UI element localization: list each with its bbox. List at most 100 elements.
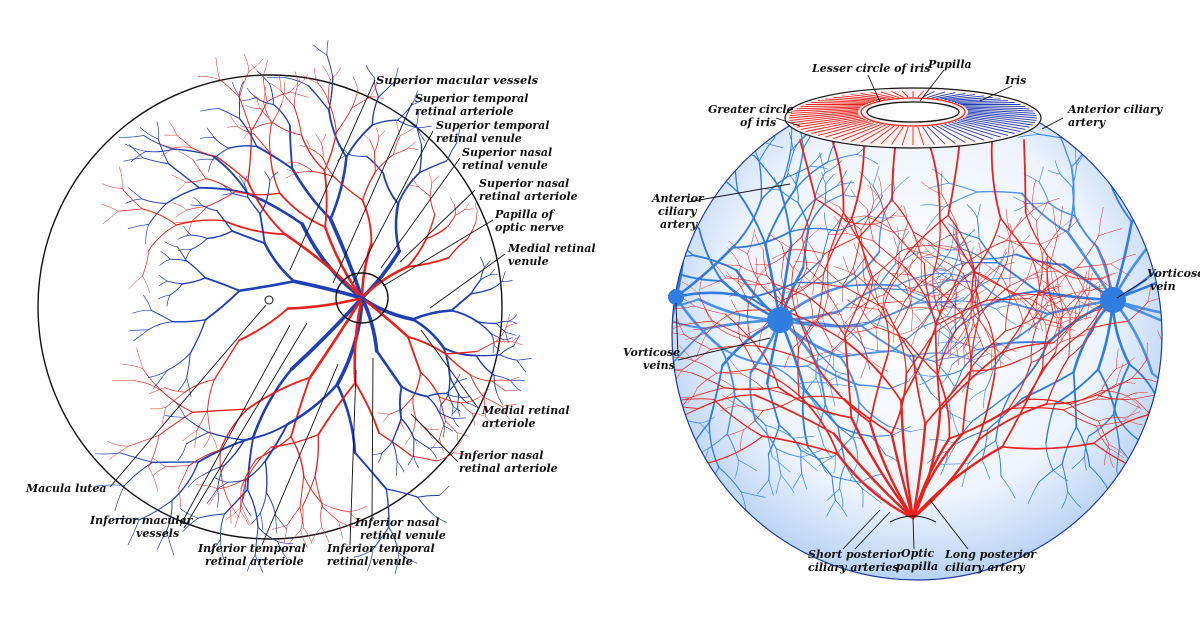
vorticose-vein-branch — [597, 434, 602, 449]
posterior-ciliary-artery — [643, 471, 668, 492]
posterior-ciliary-artery — [807, 241, 820, 264]
retinal-venule — [186, 377, 192, 398]
retinal-arteriole — [483, 396, 486, 418]
vorticose-vein-branch — [674, 479, 684, 495]
vorticose-vein-branch — [990, 341, 1050, 346]
iris-vessel-ray — [790, 108, 859, 114]
retinal-venule — [247, 554, 256, 572]
iris-vessel-ray — [940, 94, 976, 100]
posterior-ciliary-artery — [1059, 334, 1085, 343]
posterior-ciliary-artery — [874, 326, 905, 340]
leader-inferior-nasal-arteriole — [410, 413, 459, 463]
posterior-ciliary-artery — [720, 405, 740, 412]
vorticose-vein-branch — [698, 227, 723, 282]
posterior-ciliary-artery — [845, 287, 887, 310]
retinal-arteriole — [192, 159, 207, 179]
vorticose-vein-branch — [1158, 443, 1162, 450]
iris-vessel-ray — [948, 96, 993, 101]
anterior-ciliary-artery — [891, 199, 914, 233]
retinal-venule — [166, 530, 175, 556]
retinal-arteriole — [142, 275, 151, 294]
vorticose-vein-branch — [545, 365, 547, 378]
anterior-ciliary-artery — [1017, 320, 1024, 340]
iris-vessel-ray — [931, 92, 956, 99]
vorticose-vein-branch — [708, 364, 724, 424]
retinal-venule — [127, 519, 140, 545]
posterior-ciliary-artery — [884, 308, 914, 357]
retinal-venule — [238, 280, 296, 292]
retinal-venule — [308, 85, 330, 111]
posterior-ciliary-artery — [976, 291, 990, 323]
leader-inferior-macular-2 — [183, 322, 308, 529]
retinal-venule — [416, 110, 419, 127]
posterior-ciliary-artery — [738, 266, 741, 284]
posterior-ciliary-artery — [843, 256, 849, 273]
retinal-venule — [292, 279, 364, 300]
retinal-venule — [118, 135, 145, 138]
retinal-arteriole — [280, 90, 295, 107]
retinal-arteriole — [165, 391, 186, 408]
retinal-arteriole — [191, 408, 249, 413]
vorticose-vein-branch — [839, 463, 846, 490]
vorticose-vein-branch — [981, 429, 988, 460]
retinal-venule — [313, 44, 328, 56]
retinal-venule — [490, 280, 503, 290]
vorticose-vein-branch — [689, 116, 715, 124]
vorticose-vein-branch — [802, 226, 810, 269]
leader-medial-retinal-arteriole — [420, 329, 479, 409]
posterior-ciliary-artery — [1045, 356, 1070, 405]
leader-vorticose-vein — [1116, 278, 1148, 299]
posterior-ciliary-artery — [1036, 220, 1043, 255]
retinal-arteriole — [240, 510, 250, 526]
posterior-ciliary-artery — [1146, 342, 1148, 360]
vorticose-vein-branch — [601, 138, 623, 158]
iris-vessel-ray — [967, 110, 1037, 117]
posterior-ciliary-artery — [1020, 245, 1048, 271]
posterior-ciliary-artery — [1196, 454, 1200, 470]
vorticose-vein-branch — [897, 227, 900, 244]
vorticose-vein-branch — [800, 449, 803, 474]
iris-vessel-ray — [966, 115, 1033, 126]
anterior-ciliary-artery — [801, 198, 817, 238]
retinal-venule — [132, 310, 152, 314]
retinal-arteriole — [401, 396, 414, 411]
retinal-arteriole — [303, 75, 319, 84]
retinal-arteriole — [152, 458, 166, 468]
anterior-ciliary-artery — [860, 357, 869, 379]
retinal-venule — [413, 437, 430, 449]
vorticose-vein-branch — [604, 281, 632, 284]
retinal-venule — [246, 436, 255, 491]
vorticose-vein-branch — [806, 354, 832, 367]
retinal-arteriole — [102, 210, 119, 225]
posterior-ciliary-artery — [893, 236, 900, 252]
posterior-ciliary-artery — [787, 311, 846, 342]
vorticose-vein-branch — [932, 250, 951, 275]
retinal-arteriole — [219, 408, 249, 451]
vorticose-vein-branch — [1185, 100, 1200, 116]
anterior-ciliary-artery — [911, 311, 913, 332]
retinal-venule — [496, 392, 503, 405]
anterior-ciliary-artery — [934, 267, 946, 270]
retinal-arteriole — [148, 435, 160, 468]
vorticose-vein-branch — [831, 475, 862, 483]
retinal-arteriole — [286, 506, 301, 526]
vorticose-vein-branch — [1172, 122, 1173, 140]
posterior-ciliary-artery — [1026, 274, 1045, 280]
vorticose-vein-branch — [1084, 456, 1087, 471]
retinal-arteriole — [407, 184, 419, 187]
retinal-venule — [495, 322, 507, 333]
posterior-ciliary-artery — [1009, 271, 1038, 286]
retinal-venule — [255, 145, 294, 170]
vorticose-vein-branch — [1061, 463, 1069, 492]
anterior-ciliary-artery — [874, 223, 894, 233]
posterior-ciliary-artery — [1116, 364, 1124, 385]
retinal-arteriole — [491, 379, 509, 382]
vorticose-vein-branch — [920, 302, 938, 328]
anterior-ciliary-artery — [991, 346, 993, 371]
eyeball-vasculature-diagram — [545, 87, 1200, 581]
vorticose-vein-branch — [1173, 140, 1187, 164]
vorticose-vein-branch — [775, 448, 802, 458]
vorticose-vein-branch — [581, 289, 592, 304]
retinal-arteriole — [286, 169, 298, 173]
retinal-arteriole — [296, 171, 314, 173]
